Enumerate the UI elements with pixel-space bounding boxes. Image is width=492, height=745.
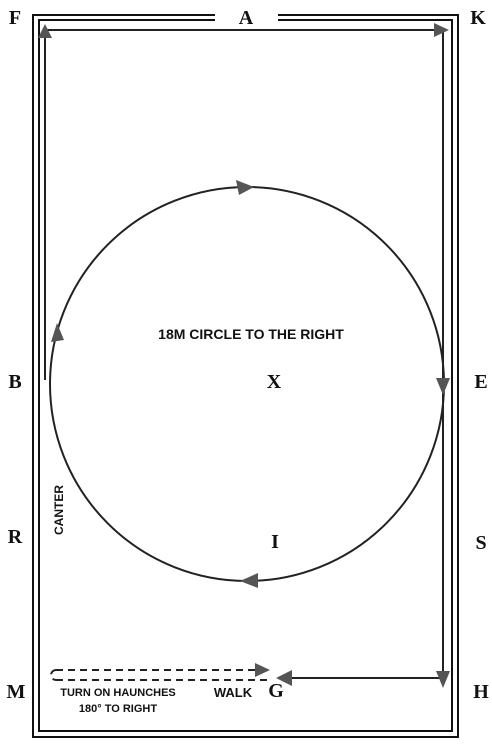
letter-R: R bbox=[8, 526, 23, 548]
canter-label: CANTER bbox=[52, 485, 66, 535]
letter-I: I bbox=[271, 531, 279, 553]
turn-label-line2: 180° TO RIGHT bbox=[79, 703, 157, 715]
letter-A: A bbox=[239, 7, 254, 29]
letter-E: E bbox=[474, 371, 487, 393]
arrow-up-left bbox=[38, 24, 52, 38]
arrow-circle-bottom bbox=[240, 573, 258, 588]
arrow-circle-right bbox=[436, 378, 450, 395]
letter-F: F bbox=[9, 7, 21, 29]
letter-H: H bbox=[473, 681, 489, 703]
letter-G: G bbox=[268, 680, 284, 702]
circle-label: 18M CIRCLE TO THE RIGHT bbox=[158, 326, 344, 342]
arrow-left-walk bbox=[276, 670, 292, 686]
turn-label-line1: TURN ON HAUNCHES bbox=[60, 687, 176, 699]
letter-X: X bbox=[267, 371, 282, 393]
walk-label: WALK bbox=[214, 685, 253, 700]
arena-border bbox=[32, 14, 459, 738]
letter-B: B bbox=[8, 371, 21, 393]
arrow-down-right bbox=[436, 671, 450, 688]
arrow-right-top bbox=[434, 23, 449, 37]
letter-S: S bbox=[475, 532, 486, 554]
arrow-circle-top bbox=[236, 180, 254, 195]
arrow-dashed bbox=[255, 663, 270, 677]
letter-M: M bbox=[7, 681, 26, 703]
arrow-circle-left bbox=[51, 323, 64, 342]
direction-arrows bbox=[38, 23, 450, 688]
letter-K: K bbox=[470, 7, 486, 29]
